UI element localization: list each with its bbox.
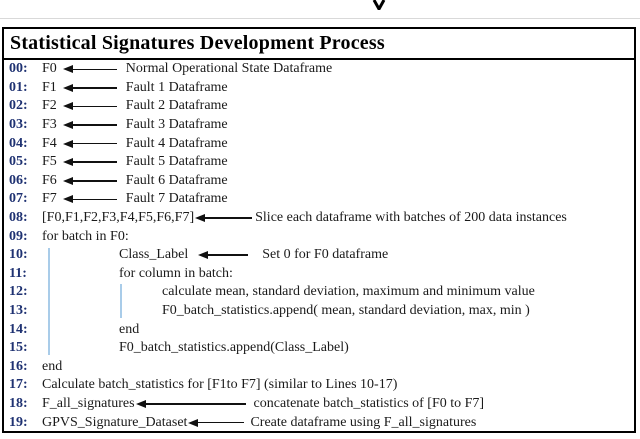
code-line-15: 15: F0_batch_statistics.append(Class_Lab… — [4, 339, 634, 358]
code-line-18: 18: F_all_signatures concatenate batch_s… — [4, 395, 634, 414]
left-arrow-icon — [62, 195, 117, 204]
line-number: 11: — [9, 265, 27, 281]
code-text: [F0,F1,F2,F3,F4,F5,F6,F7] — [42, 210, 195, 226]
process-box: Statistical Signatures Development Proce… — [2, 27, 636, 433]
left-arrow-icon — [188, 418, 245, 427]
code-line-13: 13: F0_batch_statistics.append( mean, st… — [4, 302, 634, 321]
code-text: F0_batch_statistics.append(Class_Label) — [119, 340, 349, 356]
line-number: 15: — [9, 340, 28, 356]
code-line-04: 04: F4 Fault 4 Dataframe — [4, 134, 634, 153]
line-number: 04: — [9, 135, 28, 151]
left-arrow-icon — [62, 139, 117, 148]
indent-guide-inner-loop — [120, 284, 122, 318]
cropped-figure-edge-line — [0, 18, 640, 19]
annotation-text: Set 0 for F0 dataframe — [262, 247, 389, 263]
line-number: 10: — [9, 247, 28, 263]
pseudocode-listing: 00: F0 Normal Operational State Datafram… — [4, 60, 634, 432]
code-text: end — [42, 358, 63, 374]
annotation-text: Fault 2 Dataframe — [125, 98, 228, 114]
line-number: 02: — [9, 98, 28, 114]
line-number: 03: — [9, 117, 28, 133]
line-number: 00: — [9, 61, 28, 77]
left-arrow-icon — [135, 399, 246, 408]
left-arrow-icon — [62, 158, 117, 167]
line-number: 07: — [9, 191, 28, 207]
code-text: F7 — [42, 191, 57, 207]
code-line-03: 03: F3 Fault 3 Dataframe — [4, 116, 634, 135]
line-number: 01: — [9, 79, 28, 95]
code-line-14: 14: end — [4, 320, 634, 339]
code-text: calculate mean, standard deviation, maxi… — [162, 284, 535, 300]
code-text: F0_batch_statistics.append( mean, standa… — [162, 303, 530, 319]
code-line-12: 12: calculate mean, standard deviation, … — [4, 283, 634, 302]
left-arrow-icon — [198, 251, 249, 260]
figure-title: Statistical Signatures Development Proce… — [4, 29, 634, 60]
annotation-text: Fault 5 Dataframe — [125, 154, 228, 170]
code-line-05: 05: F5 Fault 5 Dataframe — [4, 153, 634, 172]
left-arrow-icon — [62, 83, 117, 92]
line-number: 08: — [9, 210, 28, 226]
annotation-text: Normal Operational State Dataframe — [125, 61, 333, 77]
line-number: 18: — [9, 395, 28, 411]
code-text: F3 — [42, 117, 57, 133]
left-arrow-icon — [62, 65, 117, 74]
line-number: 16: — [9, 358, 28, 374]
code-line-07: 07: F7 Fault 7 Dataframe — [4, 190, 634, 209]
code-text: F5 — [42, 154, 57, 170]
annotation-text: Fault 7 Dataframe — [125, 191, 228, 207]
line-number: 06: — [9, 172, 28, 188]
left-arrow-icon — [62, 121, 117, 130]
annotation-text: Fault 6 Dataframe — [125, 172, 228, 188]
left-arrow-icon — [62, 102, 117, 111]
code-text: F1 — [42, 79, 57, 95]
line-number: 12: — [9, 284, 28, 300]
line-number: 05: — [9, 154, 28, 170]
annotation-text: Fault 1 Dataframe — [125, 79, 228, 95]
code-text: GPVS_Signature_Dataset — [42, 414, 188, 430]
code-line-17: 17: Calculate batch_statistics for [F1to… — [4, 376, 634, 395]
code-text: F6 — [42, 172, 57, 188]
annotation-text: Create dataframe using F_all_signatures — [250, 414, 477, 430]
code-line-01: 01: F1 Fault 1 Dataframe — [4, 79, 634, 98]
code-line-08: 08: [F0,F1,F2,F3,F4,F5,F6,F7] Slice each… — [4, 209, 634, 228]
code-line-02: 02: F2 Fault 2 Dataframe — [4, 97, 634, 116]
code-line-11: 11: for column in batch: — [4, 265, 634, 284]
code-text: for batch in F0: — [42, 228, 129, 244]
code-text: F2 — [42, 98, 57, 114]
line-number: 14: — [9, 321, 28, 337]
left-arrow-icon — [195, 214, 253, 223]
indent-guide-outer-loop — [48, 248, 50, 355]
code-line-00: 00: F0 Normal Operational State Datafram… — [4, 60, 634, 79]
code-line-19: 19: GPVS_Signature_Dataset Create datafr… — [4, 413, 634, 432]
code-text: F0 — [42, 61, 57, 77]
line-number: 17: — [9, 377, 28, 393]
code-line-16: 16: end — [4, 358, 634, 377]
annotation-text: Slice each dataframe with batches of 200… — [255, 210, 567, 226]
code-line-09: 09: for batch in F0: — [4, 227, 634, 246]
flowchart-down-arrow-tip-icon — [372, 0, 386, 10]
code-text: end — [119, 321, 140, 337]
line-number: 19: — [9, 414, 28, 430]
code-line-06: 06: F6 Fault 6 Dataframe — [4, 172, 634, 191]
code-text: Class_Label — [119, 247, 189, 263]
annotation-text: concatenate batch_statistics of [F0 to F… — [253, 395, 485, 411]
code-text: Calculate batch_statistics for [F1to F7]… — [42, 377, 398, 393]
code-line-10: 10: Class_Label Set 0 for F0 dataframe — [4, 246, 634, 265]
annotation-text: Fault 4 Dataframe — [125, 135, 228, 151]
line-number: 13: — [9, 303, 28, 319]
code-text: for column in batch: — [119, 265, 233, 281]
annotation-text: Fault 3 Dataframe — [125, 117, 228, 133]
left-arrow-icon — [62, 176, 117, 185]
line-number: 09: — [9, 228, 28, 244]
code-text: F_all_signatures — [42, 395, 135, 411]
code-text: F4 — [42, 135, 57, 151]
